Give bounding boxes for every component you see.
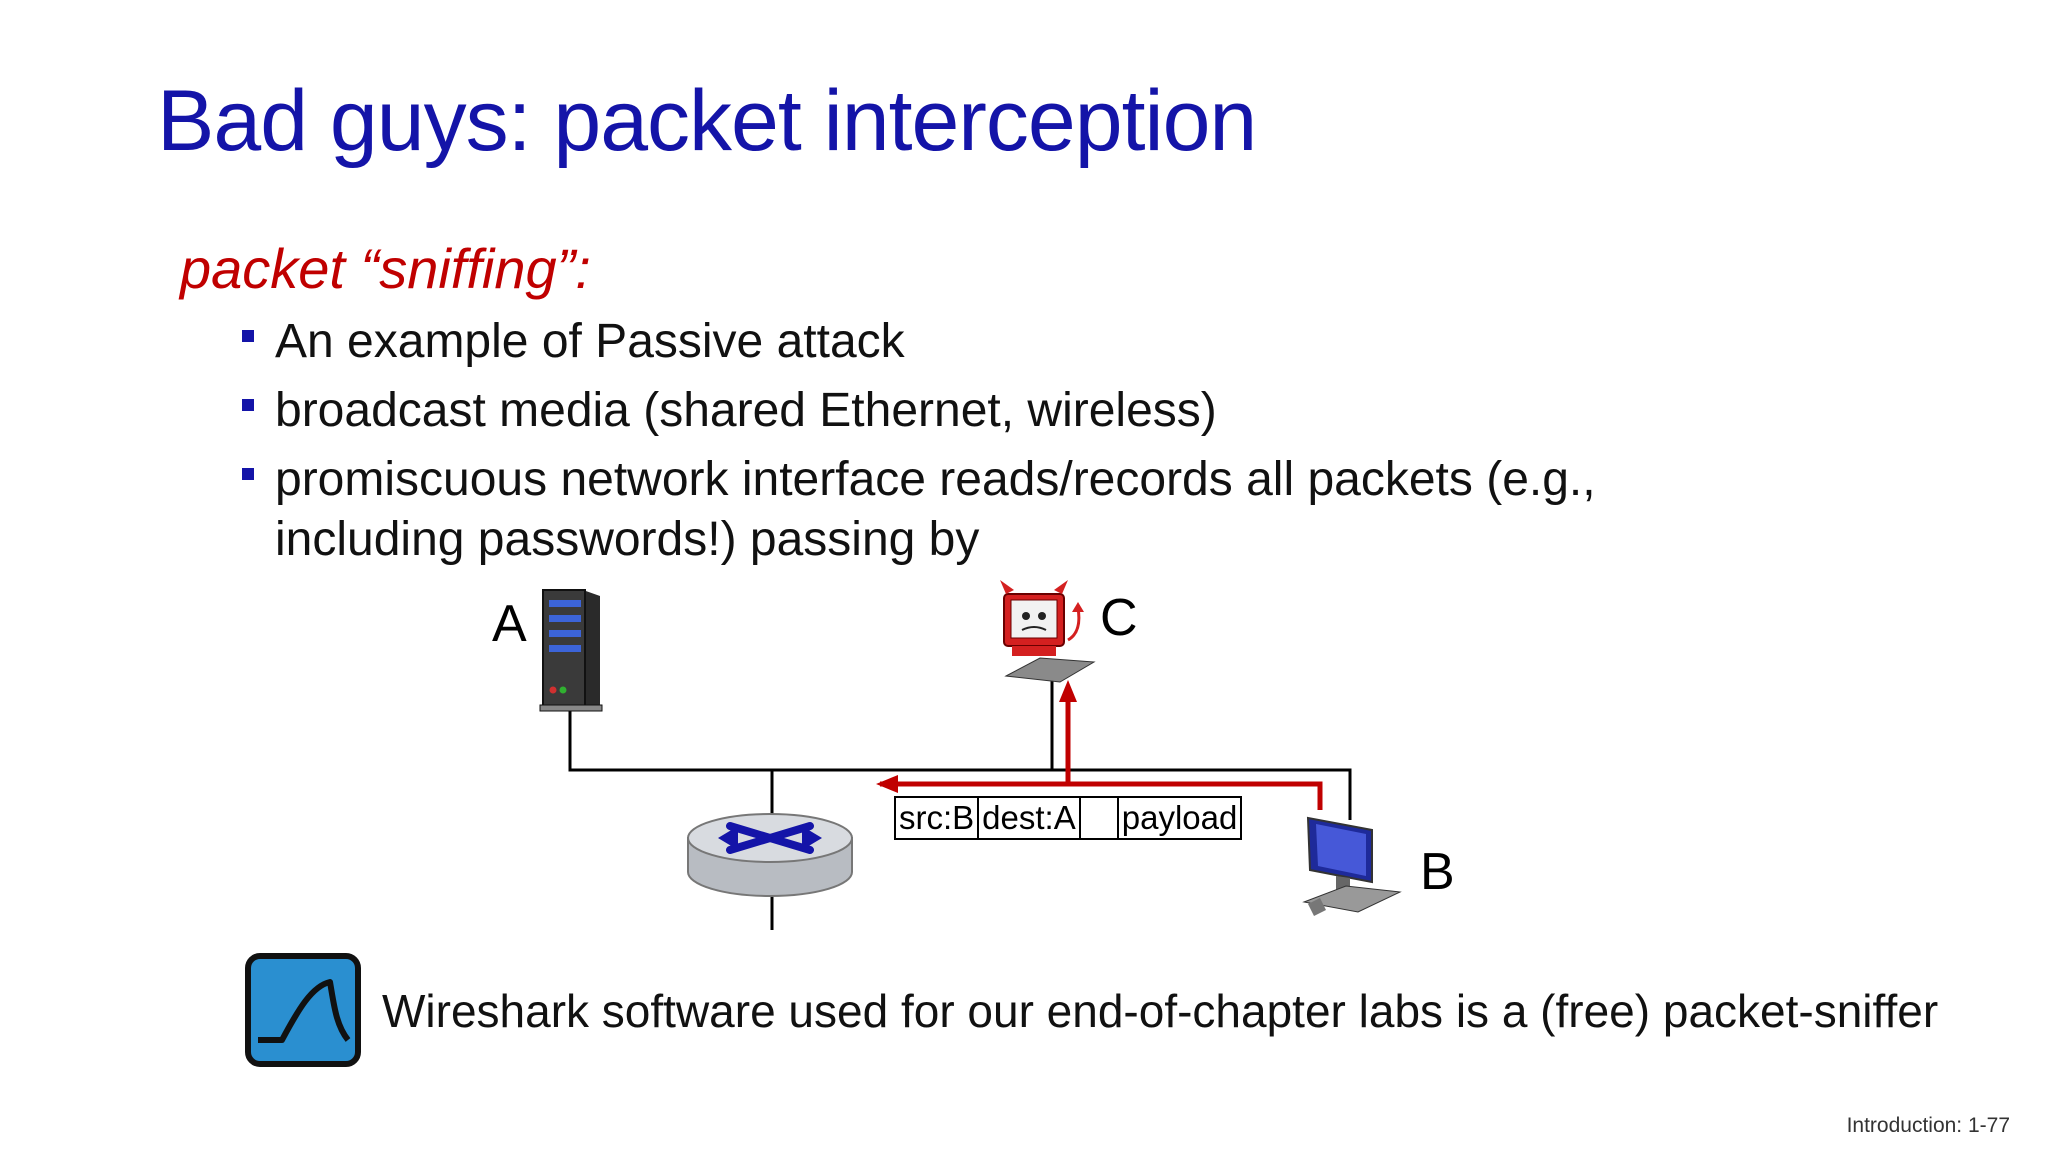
router-icon bbox=[687, 813, 853, 897]
arrow-head-up bbox=[1059, 680, 1077, 702]
host-label-b: B bbox=[1420, 843, 1455, 901]
host-label-c: C bbox=[1100, 589, 1138, 647]
bullet-list: An example of Passive attack broadcast m… bbox=[238, 312, 1798, 579]
bullet-text: promiscuous network interface reads/reco… bbox=[275, 453, 1596, 566]
bullet-marker bbox=[242, 330, 254, 342]
bullet-marker bbox=[242, 468, 254, 480]
bullet-item: promiscuous network interface reads/reco… bbox=[238, 450, 1798, 570]
bullet-item: An example of Passive attack bbox=[238, 312, 1798, 372]
packet-dest-field: dest:A bbox=[979, 798, 1081, 838]
wireshark-note: Wireshark software used for our end-of-c… bbox=[382, 985, 1939, 1037]
arrow-head-left bbox=[876, 775, 898, 793]
packet-empty-field bbox=[1081, 798, 1119, 838]
host-label-a: A bbox=[492, 595, 527, 653]
computer-icon bbox=[1302, 816, 1402, 916]
bullet-text: broadcast media (shared Ethernet, wirele… bbox=[275, 384, 1217, 437]
attacker-computer-icon bbox=[1000, 580, 1096, 683]
bullet-text: An example of Passive attack bbox=[275, 315, 905, 368]
bullet-marker bbox=[242, 399, 254, 411]
packet: src:B dest:A payload bbox=[894, 796, 1243, 840]
bullet-item: broadcast media (shared Ethernet, wirele… bbox=[238, 381, 1798, 441]
server-icon bbox=[539, 589, 603, 712]
subheading: packet “sniffing”: bbox=[180, 237, 591, 300]
sniff-path bbox=[880, 696, 1323, 810]
wireshark-icon bbox=[245, 953, 361, 1067]
slide-title: Bad guys: packet interception bbox=[157, 73, 1257, 169]
packet-payload-field: payload bbox=[1121, 799, 1238, 836]
slide-number: Introduction: 1-77 bbox=[1846, 1114, 2010, 1137]
packet-src-field: src:B bbox=[896, 798, 980, 838]
